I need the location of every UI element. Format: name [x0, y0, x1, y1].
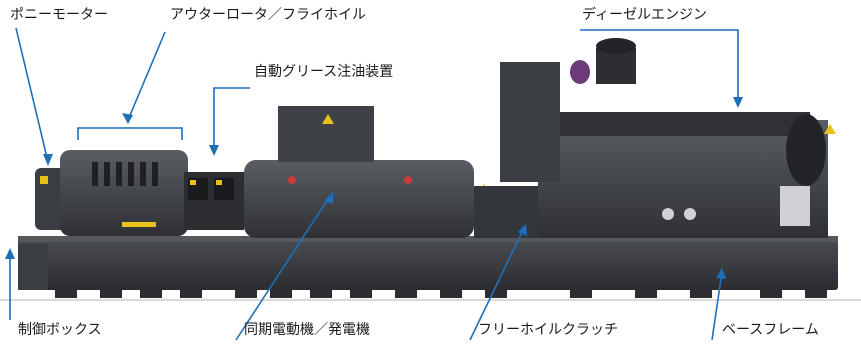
leader-arrowheads — [5, 97, 743, 279]
label-diesel-engine: ディーゼルエンジン — [582, 7, 708, 23]
control-box-shape — [18, 244, 48, 290]
label-freewheel-clutch: フリーホイルクラッチ — [478, 322, 618, 338]
clutch-shape — [474, 186, 538, 238]
base-feet — [55, 288, 827, 298]
label-auto-grease: 自動グリース注油装置 — [254, 64, 394, 80]
terminal-box-shape — [278, 106, 374, 162]
label-pony-motor: ポニーモーター — [10, 7, 108, 23]
label-outer-rotor-flywheel: アウターロータ／フライホイル — [170, 7, 366, 23]
base-frame-shape — [18, 238, 838, 290]
grease-units-shape — [184, 172, 244, 230]
label-base-frame: ベースフレーム — [722, 322, 819, 338]
sync-generator-shape — [244, 160, 474, 238]
diesel-engine-shape — [500, 38, 836, 238]
label-sync-motor-generator: 同期電動機／発電機 — [244, 322, 370, 338]
leader-lines — [9, 27, 739, 341]
label-control-box: 制御ボックス — [18, 322, 102, 338]
